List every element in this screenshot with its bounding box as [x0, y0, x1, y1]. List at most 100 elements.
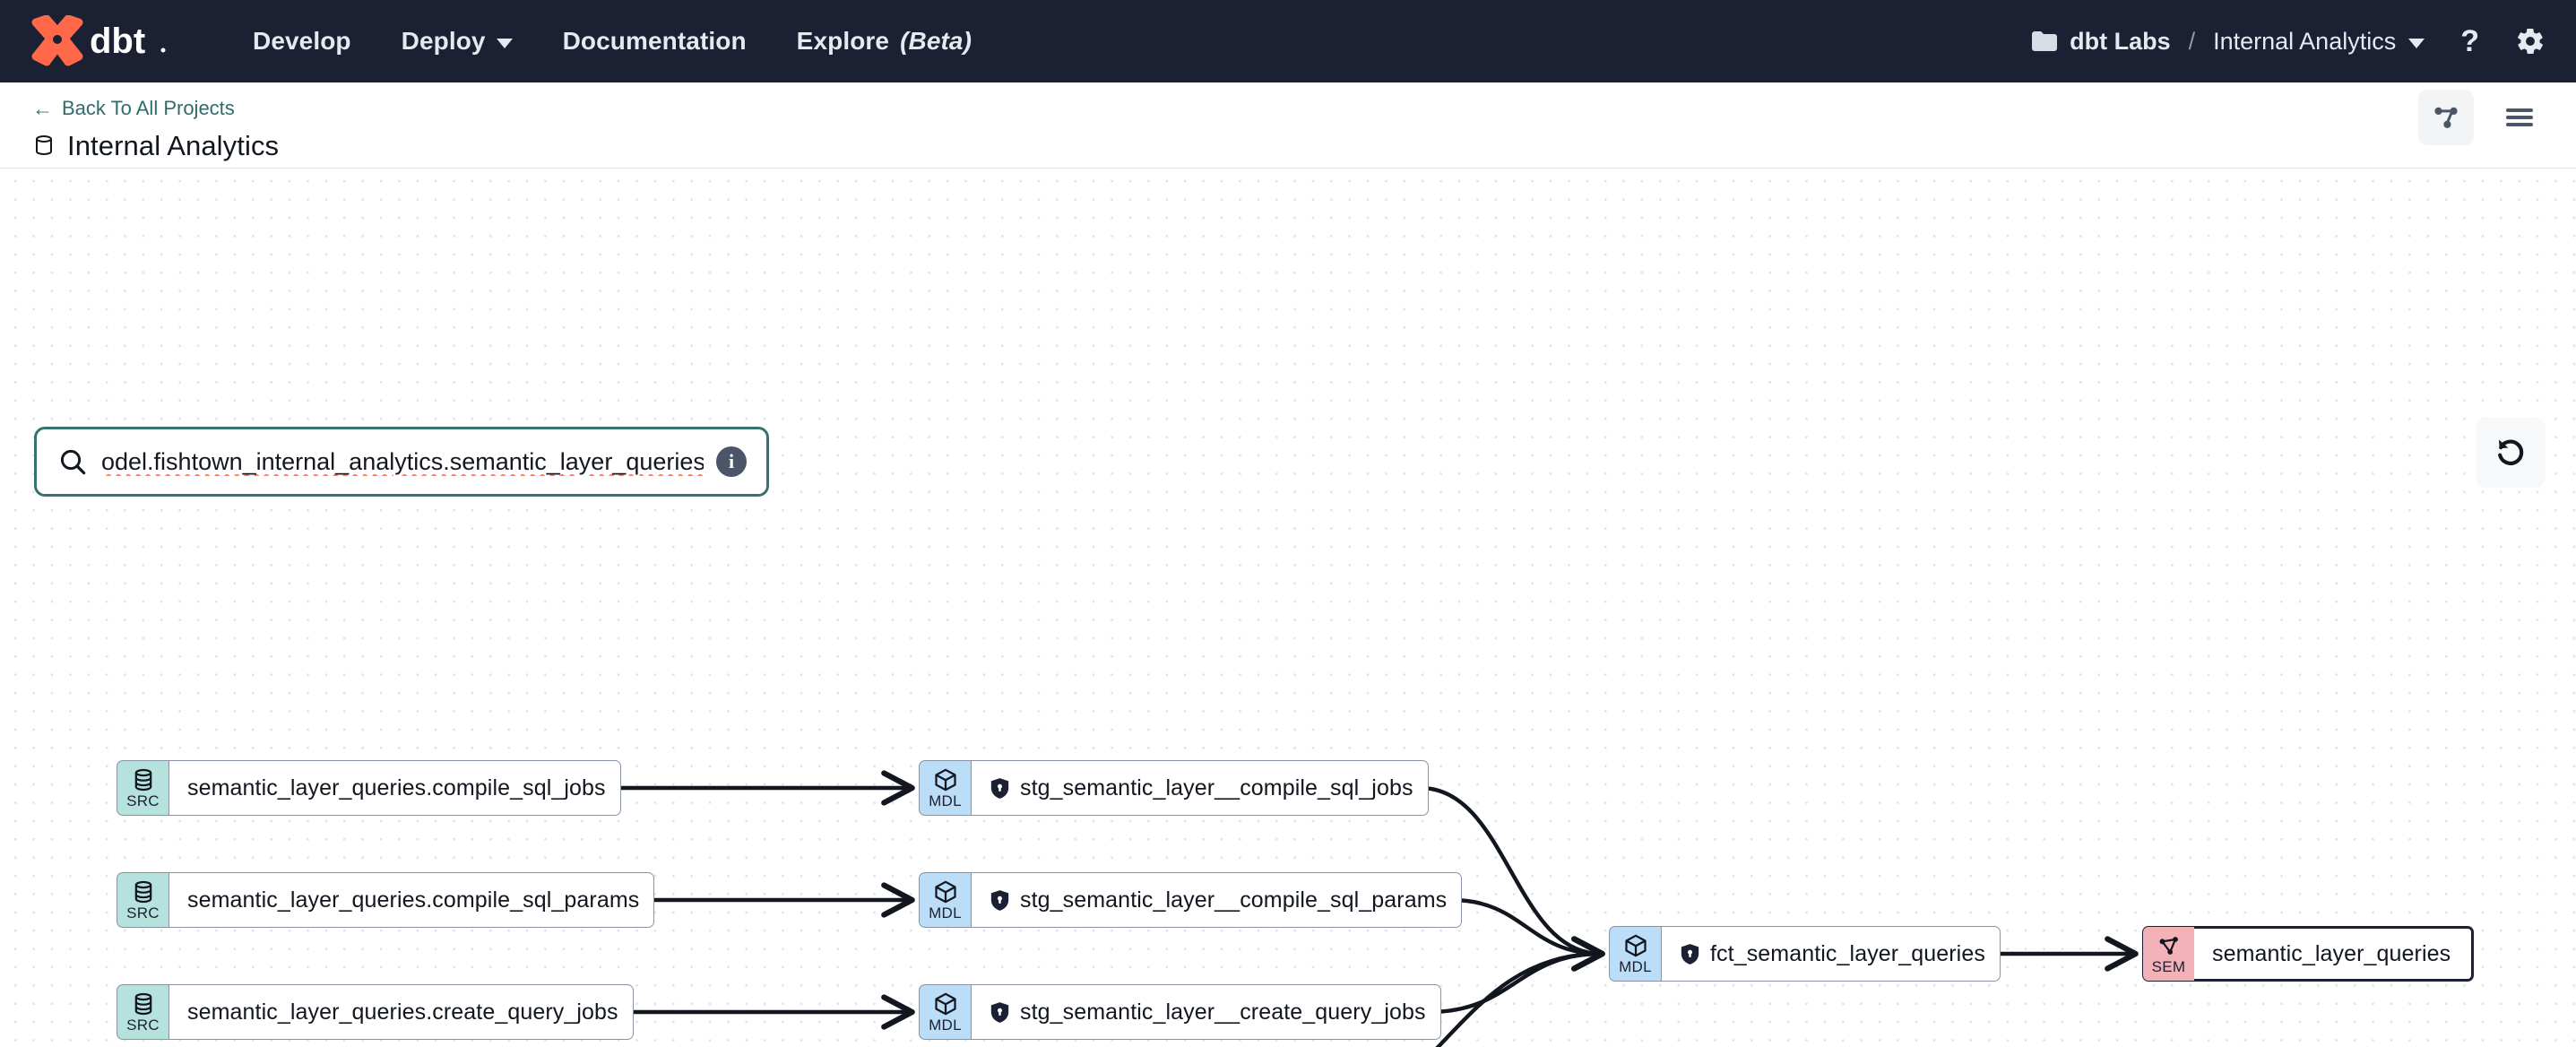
- breadcrumb-project-label: Internal Analytics: [2213, 27, 2397, 55]
- node-type-badge-src: SRC: [117, 760, 169, 816]
- settings-button[interactable]: [2515, 26, 2546, 56]
- breadcrumb-organization[interactable]: dbt Labs: [2031, 28, 2171, 56]
- node-label: semantic_layer_queries.create_query_jobs: [187, 999, 618, 1025]
- breadcrumb-project-selector[interactable]: Internal Analytics: [2213, 28, 2425, 56]
- node-body: semantic_layer_queries.compile_sql_jobs: [169, 760, 621, 816]
- node-label: stg_semantic_layer__create_query_jobs: [1020, 999, 1426, 1025]
- cube-icon: [1624, 934, 1647, 957]
- shield-lock-icon: [990, 889, 1010, 912]
- node-type-badge-src: SRC: [117, 984, 169, 1040]
- graph-node-src2[interactable]: SRC semantic_layer_queries.compile_sql_pa…: [117, 872, 655, 928]
- lineage-graph-canvas[interactable]: odel.fishtown_internal_analytics.semanti…: [0, 169, 2576, 1047]
- graph-node-src1[interactable]: SRC semantic_layer_queries.compile_sql_jo…: [117, 760, 621, 816]
- node-label: stg_semantic_layer__compile_sql_params: [1020, 887, 1448, 913]
- node-label: fct_semantic_layer_queries: [1710, 940, 1985, 966]
- node-type-badge-src: SRC: [117, 872, 169, 928]
- node-label: semantic_layer_queries.compile_sql_jobs: [187, 774, 606, 800]
- node-label: semantic_layer_queries.compile_sql_param…: [187, 887, 640, 913]
- nav-item-develop[interactable]: Develop: [228, 27, 376, 56]
- nav-right-cluster: dbt Labs / Internal Analytics ?: [2031, 26, 2546, 56]
- nav-item-explore-beta-badge: (Beta): [900, 27, 972, 55]
- project-header: ← Back To All Projects Internal Analytic…: [0, 82, 2576, 169]
- project-header-actions: [2418, 82, 2547, 145]
- semantic-graph-icon: [2159, 937, 2178, 955]
- node-type-code: SEM: [2151, 958, 2186, 975]
- graph-node-mdl2[interactable]: MDL stg_semantic_layer__compile_sql_param…: [919, 872, 1463, 928]
- chevron-down-icon: [496, 38, 513, 48]
- back-to-all-projects-link[interactable]: ← Back To All Projects: [32, 97, 279, 120]
- database-icon: [134, 768, 151, 792]
- dbt-logo-icon: dbt: [31, 15, 166, 66]
- node-type-code: SRC: [126, 904, 160, 922]
- node-type-badge-mdl: MDL: [919, 984, 971, 1040]
- menu-button[interactable]: [2492, 90, 2547, 145]
- project-header-left: ← Back To All Projects Internal Analytic…: [32, 82, 279, 162]
- reset-counterclockwise-icon: [2498, 439, 2524, 465]
- back-to-all-projects-label: Back To All Projects: [62, 97, 235, 119]
- top-navigation-bar: dbt Develop Deploy Documentation Explore…: [0, 0, 2576, 82]
- svg-text:dbt: dbt: [90, 22, 145, 61]
- node-body: stg_semantic_layer__create_query_jobs: [971, 984, 1441, 1040]
- node-type-code: SRC: [126, 1017, 160, 1034]
- node-type-code: MDL: [929, 904, 962, 922]
- graph-node-fct[interactable]: MDL fct_semantic_layer_queries: [1609, 926, 2001, 982]
- reset-view-button[interactable]: [2476, 418, 2546, 488]
- shield-lock-icon: [990, 1001, 1010, 1024]
- breadcrumb-separator: /: [2188, 27, 2196, 55]
- node-body: semantic_layer_queries: [2194, 926, 2474, 982]
- node-type-code: SRC: [126, 792, 160, 809]
- graph-node-sem[interactable]: SEM semantic_layer_queries: [2142, 926, 2474, 982]
- graph-edge-mdl1-to-fct: [1418, 785, 1605, 972]
- nav-item-explore[interactable]: Explore (Beta): [772, 27, 997, 56]
- node-body: semantic_layer_queries.compile_sql_param…: [169, 872, 655, 928]
- node-label: semantic_layer_queries: [2212, 940, 2451, 966]
- nav-item-explore-label: Explore: [796, 27, 890, 55]
- database-icon: [134, 880, 151, 904]
- node-body: fct_semantic_layer_queries: [1661, 926, 2001, 982]
- node-type-badge-sem: SEM: [2142, 926, 2194, 982]
- lineage-view-button[interactable]: [2418, 90, 2474, 145]
- nav-item-deploy[interactable]: Deploy: [376, 27, 538, 56]
- lineage-share-icon: [2434, 107, 2458, 128]
- search-icon: [58, 447, 87, 476]
- breadcrumb-organization-label: dbt Labs: [2070, 27, 2171, 55]
- node-label: stg_semantic_layer__compile_sql_jobs: [1020, 774, 1413, 800]
- graph-node-mdl1[interactable]: MDL stg_semantic_layer__compile_sql_jobs: [919, 760, 1429, 816]
- database-icon: [36, 135, 52, 155]
- search-input[interactable]: odel.fishtown_internal_analytics.semanti…: [101, 447, 704, 475]
- database-icon: [134, 992, 151, 1016]
- shield-lock-icon: [990, 777, 1010, 800]
- node-type-badge-mdl: MDL: [919, 760, 971, 816]
- question-mark-icon: ?: [2460, 24, 2479, 58]
- cube-icon: [934, 992, 956, 1016]
- info-icon[interactable]: i: [716, 446, 747, 477]
- graph-edge-mdl3-to-fct: [1427, 936, 1605, 1015]
- node-type-code: MDL: [929, 1017, 962, 1034]
- graph-node-mdl3[interactable]: MDL stg_semantic_layer__create_query_jobs: [919, 984, 1441, 1040]
- nav-item-documentation-label: Documentation: [562, 27, 747, 55]
- arrow-left-icon: ←: [32, 96, 53, 120]
- nav-item-deploy-label: Deploy: [401, 27, 486, 55]
- shield-lock-icon: [1680, 943, 1700, 965]
- nav-item-develop-label: Develop: [253, 27, 351, 55]
- graph-node-src3[interactable]: SRC semantic_layer_queries.create_query_j…: [117, 984, 634, 1040]
- nav-item-documentation[interactable]: Documentation: [538, 27, 772, 56]
- node-type-badge-mdl: MDL: [919, 872, 971, 928]
- page-title-row: Internal Analytics: [32, 130, 279, 162]
- node-body: semantic_layer_queries.create_query_jobs: [169, 984, 634, 1040]
- gear-icon: [2518, 28, 2543, 55]
- graph-edge-mdl2-to-fct: [1449, 897, 1605, 972]
- dbt-logo[interactable]: dbt: [27, 15, 170, 67]
- page-title: Internal Analytics: [67, 130, 280, 161]
- node-type-code: MDL: [929, 792, 962, 809]
- main-nav-links: Develop Deploy Documentation Explore (Be…: [228, 27, 997, 56]
- node-type-badge-mdl: MDL: [1609, 926, 1661, 982]
- node-type-code: MDL: [1619, 958, 1652, 975]
- help-button[interactable]: ?: [2460, 26, 2479, 56]
- cube-icon: [934, 768, 956, 792]
- node-body: stg_semantic_layer__compile_sql_jobs: [971, 760, 1429, 816]
- cube-icon: [934, 880, 956, 904]
- folder-icon: [2032, 31, 2058, 51]
- node-search-box[interactable]: odel.fishtown_internal_analytics.semanti…: [34, 427, 769, 497]
- chevron-down-icon: [2408, 38, 2425, 48]
